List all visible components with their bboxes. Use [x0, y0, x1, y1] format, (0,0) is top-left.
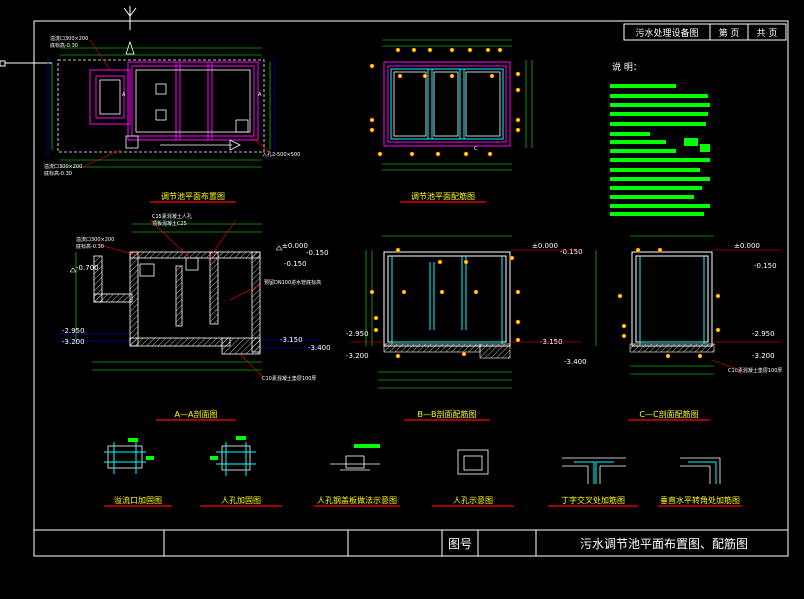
level-aa-000: ±0.000 — [282, 242, 308, 250]
section-mark-a-left: A — [122, 92, 126, 98]
level-aa-m3200: -3.200 — [62, 338, 85, 346]
section-mark-c: C — [474, 146, 478, 152]
rebar-callouts-plan — [369, 47, 521, 157]
drawing-title: 污水调节池平面布置图、配筋图 — [580, 536, 748, 551]
aa-manhole-note: C15素混凝土人孔 — [152, 213, 192, 220]
title-cell-1: 污水处理设备图 — [635, 27, 698, 39]
detail-3-title: 人孔钢盖板做法示意图 — [317, 495, 397, 505]
aa-slab-note: 顶板混凝土C25 — [152, 220, 187, 227]
level-aa-m0600: -0.150 — [284, 260, 307, 268]
section-bb-title: B—B剖面配筋图 — [418, 409, 477, 419]
aa-cushion-note: C10素混凝土垫层100厚 — [262, 375, 316, 382]
drawing-frame — [33, 20, 789, 557]
level-bb-m2950: -2.950 — [346, 330, 369, 338]
level-bb-m0150: -0.150 — [560, 248, 583, 256]
detail-tee-junction: 丁字交叉处加筋图 — [548, 457, 638, 507]
rebar-callouts-cc — [617, 247, 721, 359]
plan-rebar-title: 调节池平面配筋图 — [411, 191, 475, 201]
detail-2-title: 人孔加固图 — [221, 495, 261, 505]
detail-4-title: 人孔示意图 — [453, 495, 493, 505]
detail-1-title: 溢流口加固图 — [114, 495, 162, 505]
detail-manhole-diagram: 人孔示意图 — [432, 449, 514, 507]
title-cell-2: 第 页 — [719, 27, 740, 39]
section-aa-title: A—A剖面图 — [175, 409, 218, 419]
level-cc-m3200: -3.200 — [752, 352, 775, 360]
level-aa-m0150: -0.150 — [306, 249, 329, 257]
detail-overflow-reinforcement: 溢流口加固图 — [104, 438, 172, 507]
section-cc-title: C—C剖面配筋图 — [639, 409, 698, 419]
level-bb-000: ±0.000 — [532, 242, 558, 250]
aa-bottom-note: 底标高-0.30 — [76, 243, 104, 250]
title-block-bottom — [34, 529, 788, 556]
level-cc-m2950: -2.950 — [752, 330, 775, 338]
title-block-top — [623, 23, 787, 41]
level-aa-m3150: -3.150 — [280, 336, 303, 344]
level-aa-m0700: -0.700 — [76, 264, 99, 272]
detail-manhole-cover: 人孔钢盖板做法示意图 — [314, 444, 400, 507]
detail-6-title: 垂直水平转角处加筋图 — [660, 495, 740, 505]
inlet-note: 入孔2-500×500 — [262, 151, 300, 158]
detail-5-title: 丁字交叉处加筋图 — [561, 495, 625, 505]
level-aa-m2950: -2.950 — [62, 327, 85, 335]
title-cell-3: 共 页 — [757, 28, 778, 39]
section-bb-view: ±0.000 -0.150 -2.950 -3.200 -3.150 -3.40… — [346, 235, 587, 421]
plan-layout-view: A A 溢流口300×200 底标高-0.30 溢流口300×200 底标高-0… — [44, 35, 300, 203]
ucs-cursor-icon — [0, 6, 137, 67]
detail-corner-junction: 垂直水平转角处加筋图 — [658, 457, 742, 507]
bottom-level-note-top: 底标高-0.30 — [50, 42, 78, 49]
aa-overflow-note: 溢流口300×200 — [76, 236, 114, 243]
bottom-level-note-bottom: 底标高-0.30 — [44, 170, 72, 177]
plan-layout-title: 调节池平面布置图 — [161, 191, 225, 201]
section-mark-a-right: A — [258, 92, 262, 98]
level-bb-m3400: -3.400 — [564, 358, 587, 366]
section-cc-view: ±0.000 -0.150 -2.950 -3.200 C10素混凝土垫层100… — [595, 235, 782, 421]
level-cc-000: ±0.000 — [734, 242, 760, 250]
overflow-note-top: 溢流口300×200 — [50, 35, 88, 42]
notes-heading: 说 明： — [612, 61, 642, 73]
detail-manhole-reinforcement: 人孔加固图 — [200, 436, 282, 507]
level-bb-m3200: -3.200 — [346, 352, 369, 360]
overflow-note-bottom: 溢流口300×200 — [44, 163, 82, 170]
notes-text-block — [610, 84, 710, 216]
level-cc-m0150: -0.150 — [754, 262, 777, 270]
plan-rebar-view: C 调节池平面配筋图 — [369, 39, 533, 203]
section-aa-view: ±0.000 -0.150 -0.700 -0.150 -2.950 -3.20… — [60, 213, 331, 421]
aa-pipe-note: 预留DN100进水管底标高 — [264, 279, 321, 286]
drawing-no-label: 图号 — [448, 537, 472, 551]
cc-cushion-note: C10素混凝土垫层100厚 — [728, 367, 782, 374]
level-aa-m3400: -3.400 — [308, 344, 331, 352]
